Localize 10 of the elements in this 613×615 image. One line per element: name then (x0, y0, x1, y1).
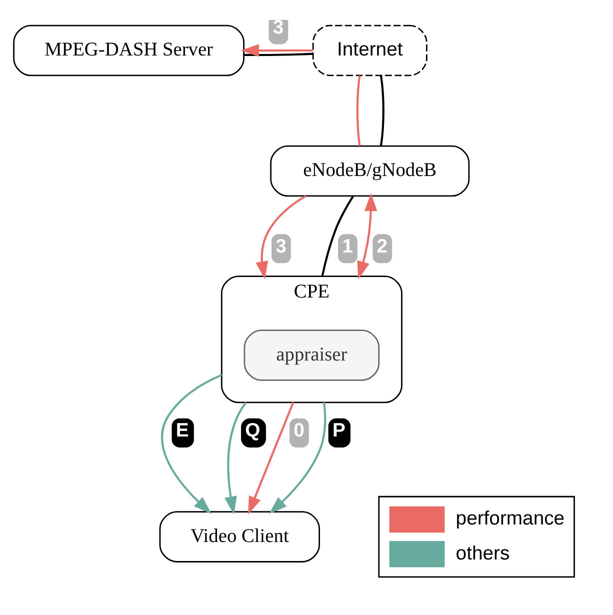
legend-label: performance (456, 508, 565, 530)
edge-label: 3 (272, 16, 284, 38)
edge-label: E (176, 420, 189, 442)
edge-label: 3 (276, 235, 286, 258)
edge-label: 0 (294, 420, 304, 442)
edge-label: Q (245, 420, 260, 442)
edge-label: P (332, 420, 346, 442)
edge-label: 2 (376, 235, 388, 258)
legend-label: others (456, 542, 510, 564)
edge-label: 1 (342, 235, 353, 258)
